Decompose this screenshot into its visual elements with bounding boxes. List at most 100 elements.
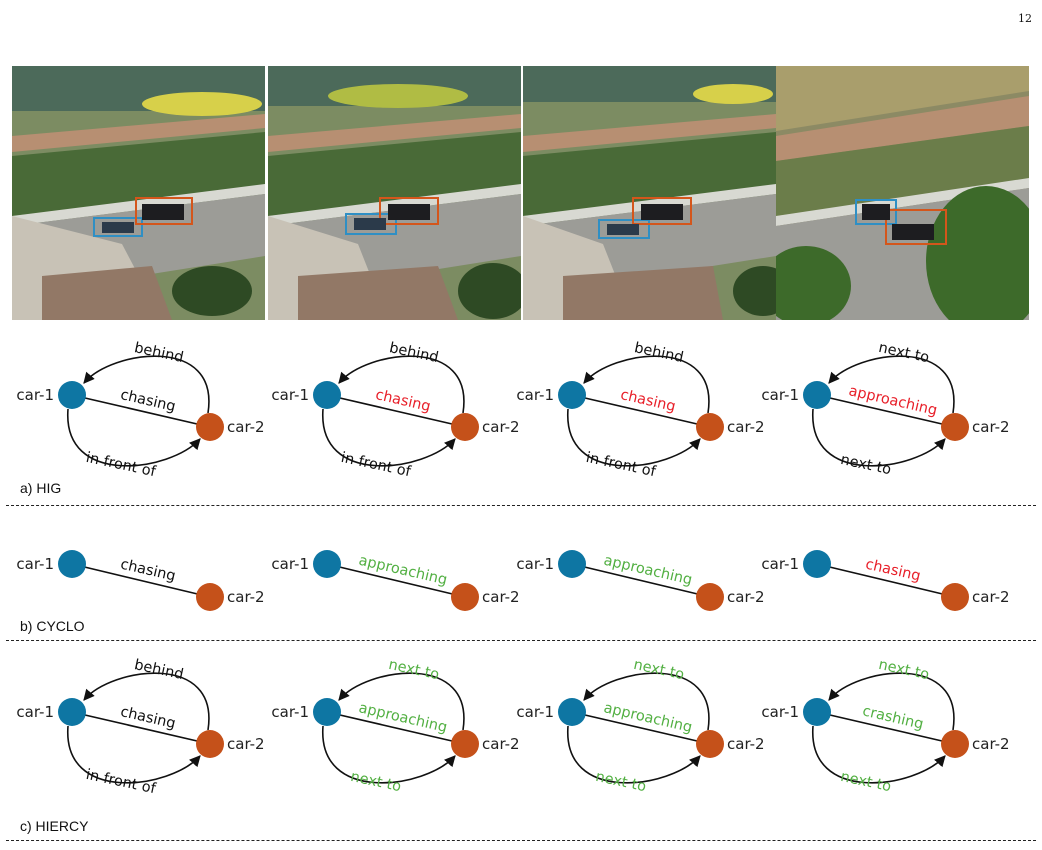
node-car-1 xyxy=(558,550,586,578)
node-car-1 xyxy=(313,698,341,726)
node-label-car-2: car-2 xyxy=(482,735,520,753)
edge-curve-bottom xyxy=(812,408,946,467)
edge-line xyxy=(326,711,466,745)
node-label-car-1: car-1 xyxy=(16,555,54,573)
node-car-1 xyxy=(803,381,831,409)
edge-curve-bottom xyxy=(322,725,456,784)
node-car-2 xyxy=(696,583,724,611)
node-car-1 xyxy=(58,381,86,409)
edge-curve-top xyxy=(338,355,465,414)
edge-line xyxy=(816,563,956,598)
edge-curve-top xyxy=(83,355,210,414)
edge-label-top: behind xyxy=(133,657,185,683)
edge-label-bottom: in front of xyxy=(339,450,413,481)
video-frame-2 xyxy=(268,66,521,320)
divider xyxy=(6,505,1036,506)
section-label-hiercy: c) HIERCY xyxy=(20,818,89,834)
edge-label-middle: chasing xyxy=(619,387,677,415)
edge-curve-bottom xyxy=(812,725,946,784)
edge-curve-top xyxy=(583,355,710,414)
node-car-2 xyxy=(196,413,224,441)
node-car-1 xyxy=(313,381,341,409)
edge-label-bottom: in front of xyxy=(84,450,158,481)
edge-line xyxy=(571,711,711,745)
node-label-car-1: car-1 xyxy=(271,386,309,404)
page-number: 12 xyxy=(1018,12,1032,25)
edge-line xyxy=(816,394,956,428)
node-car-2 xyxy=(196,583,224,611)
edge-label-bottom: next to xyxy=(349,769,403,795)
node-car-1 xyxy=(58,550,86,578)
edge-curve-bottom xyxy=(567,725,701,784)
node-label-car-1: car-1 xyxy=(761,555,799,573)
node-car-1 xyxy=(803,550,831,578)
node-car-2 xyxy=(451,730,479,758)
edge-label-top: behind xyxy=(633,340,685,366)
edge-line xyxy=(71,711,211,745)
node-label-car-2: car-2 xyxy=(482,418,520,436)
edge-label-top: behind xyxy=(133,340,185,366)
node-car-1 xyxy=(58,698,86,726)
edge-label-top: next to xyxy=(877,657,931,683)
edge-label-bottom: next to xyxy=(594,769,648,795)
edge-label-middle: crashing xyxy=(861,703,925,733)
node-label-car-2: car-2 xyxy=(972,735,1010,753)
node-label-car-1: car-1 xyxy=(16,703,54,721)
section-label-cyclo: b) CYCLO xyxy=(20,618,85,634)
edge-curve-top xyxy=(583,672,710,731)
node-label-car-1: car-1 xyxy=(516,703,554,721)
edge-label-middle: chasing xyxy=(119,704,177,732)
node-car-2 xyxy=(196,730,224,758)
edge-line xyxy=(816,711,956,745)
node-car-1 xyxy=(313,550,341,578)
video-frame-3 xyxy=(523,66,776,320)
video-frame-4 xyxy=(776,66,1029,320)
node-label-car-2: car-2 xyxy=(227,418,265,436)
node-car-2 xyxy=(941,583,969,611)
edge-label-middle: chasing xyxy=(864,557,922,585)
node-label-car-2: car-2 xyxy=(727,588,765,606)
edge-label-middle: chasing xyxy=(119,557,177,585)
edge-curve-bottom xyxy=(67,408,201,467)
node-car-1 xyxy=(558,698,586,726)
edge-label-top: next to xyxy=(632,657,686,683)
edge-line xyxy=(71,563,211,598)
edge-line xyxy=(571,394,711,428)
edge-line xyxy=(326,394,466,428)
edge-label-middle: approaching xyxy=(602,553,694,589)
node-label-car-1: car-1 xyxy=(761,386,799,404)
edge-line xyxy=(71,394,211,428)
node-label-car-1: car-1 xyxy=(271,703,309,721)
node-label-car-2: car-2 xyxy=(972,418,1010,436)
edge-line xyxy=(571,563,711,598)
edge-label-bottom: in front of xyxy=(584,450,658,481)
edge-curve-top xyxy=(83,672,210,731)
edge-label-bottom: next to xyxy=(839,769,893,795)
edge-curve-bottom xyxy=(322,408,456,467)
edge-curve-bottom xyxy=(67,725,201,784)
edge-label-middle: approaching xyxy=(847,383,939,419)
edge-label-top: behind xyxy=(388,340,440,366)
divider xyxy=(6,640,1036,641)
node-car-2 xyxy=(451,413,479,441)
edge-label-middle: approaching xyxy=(602,700,694,736)
edge-label-bottom: next to xyxy=(839,452,893,478)
edge-label-top: next to xyxy=(387,657,441,683)
divider xyxy=(6,840,1036,841)
edge-curve-top xyxy=(338,672,465,731)
node-label-car-2: car-2 xyxy=(727,418,765,436)
edge-label-middle: chasing xyxy=(119,387,177,415)
node-car-2 xyxy=(451,583,479,611)
edge-label-middle: approaching xyxy=(357,553,449,589)
edge-curve-top xyxy=(828,672,955,731)
node-car-2 xyxy=(696,413,724,441)
node-label-car-2: car-2 xyxy=(482,588,520,606)
node-label-car-2: car-2 xyxy=(727,735,765,753)
edge-label-middle: approaching xyxy=(357,700,449,736)
node-car-2 xyxy=(696,730,724,758)
node-label-car-1: car-1 xyxy=(516,386,554,404)
node-car-1 xyxy=(558,381,586,409)
node-car-1 xyxy=(803,698,831,726)
video-frame-1 xyxy=(12,66,265,320)
